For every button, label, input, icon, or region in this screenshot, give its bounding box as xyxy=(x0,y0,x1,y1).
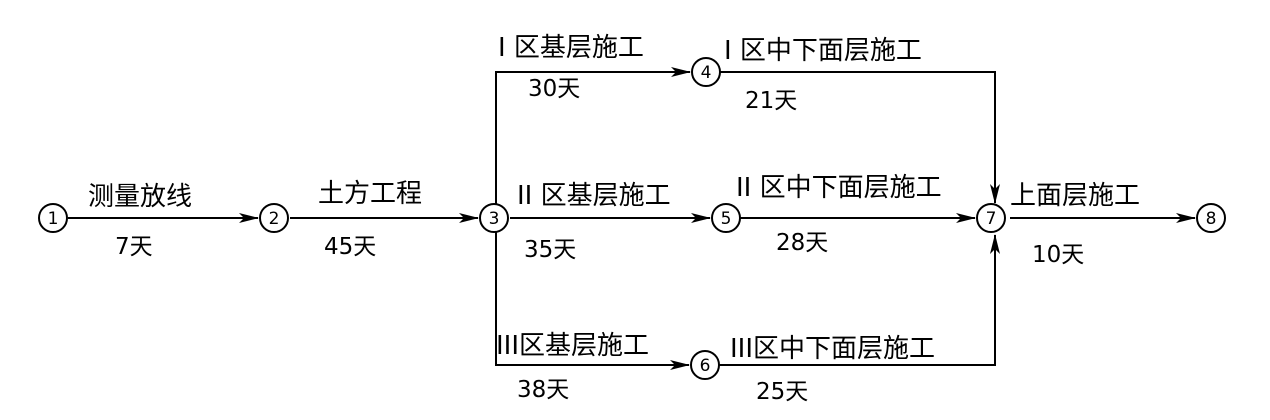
node-3: 3 xyxy=(479,203,509,233)
node-1: 1 xyxy=(38,203,68,233)
nodes: 1 2 3 4 5 6 7 8 xyxy=(38,57,1226,380)
edge-3-6 xyxy=(495,232,690,370)
activity-3-6-name: III区基层施工 xyxy=(496,331,649,361)
activity-names: 测量放线 土方工程 I 区基层施工 I 区中下面层施工 II 区基层施工 II … xyxy=(88,33,1140,364)
node-7: 7 xyxy=(976,203,1006,233)
edge-4-7 xyxy=(720,71,1000,204)
node-5-label: 5 xyxy=(721,209,732,229)
node-5: 5 xyxy=(711,203,741,233)
activity-3-4-name: I 区基层施工 xyxy=(498,33,644,63)
activity-7-8-duration: 10天 xyxy=(1032,242,1084,268)
node-1-label: 1 xyxy=(48,209,59,229)
activity-5-7-duration: 28天 xyxy=(776,230,828,256)
activity-7-8-name: 上面层施工 xyxy=(1010,181,1140,211)
activity-4-7-name: I 区中下面层施工 xyxy=(724,36,922,66)
activity-2-3-duration: 45天 xyxy=(324,234,376,260)
activity-2-3-name: 土方工程 xyxy=(318,179,422,209)
activity-6-7-name: III区中下面层施工 xyxy=(730,334,935,364)
node-4-label: 4 xyxy=(701,63,712,83)
activity-6-7-duration: 25天 xyxy=(756,379,808,405)
node-2-label: 2 xyxy=(269,209,280,229)
activity-3-5-duration: 35天 xyxy=(524,237,576,263)
node-2: 2 xyxy=(259,203,289,233)
activity-1-2-name: 测量放线 xyxy=(88,182,192,212)
node-8-label: 8 xyxy=(1206,209,1217,229)
activity-3-6-duration: 38天 xyxy=(517,377,569,403)
node-7-label: 7 xyxy=(986,209,997,229)
activity-3-5-name: II 区基层施工 xyxy=(517,181,671,211)
activity-3-4-duration: 30天 xyxy=(528,76,580,102)
edges xyxy=(68,67,1196,370)
activity-durations: 7天 45天 30天 21天 35天 28天 38天 25天 10天 xyxy=(115,76,1084,405)
node-4: 4 xyxy=(691,57,721,87)
activity-4-7-duration: 21天 xyxy=(745,88,797,114)
activity-5-7-name: II 区中下面层施工 xyxy=(736,173,942,203)
activity-1-2-duration: 7天 xyxy=(115,234,153,260)
node-6-label: 6 xyxy=(700,356,711,376)
node-6: 6 xyxy=(690,350,720,380)
edge-6-7 xyxy=(719,234,1000,366)
node-8: 8 xyxy=(1196,203,1226,233)
node-3-label: 3 xyxy=(489,209,500,229)
edge-3-4 xyxy=(495,67,691,204)
